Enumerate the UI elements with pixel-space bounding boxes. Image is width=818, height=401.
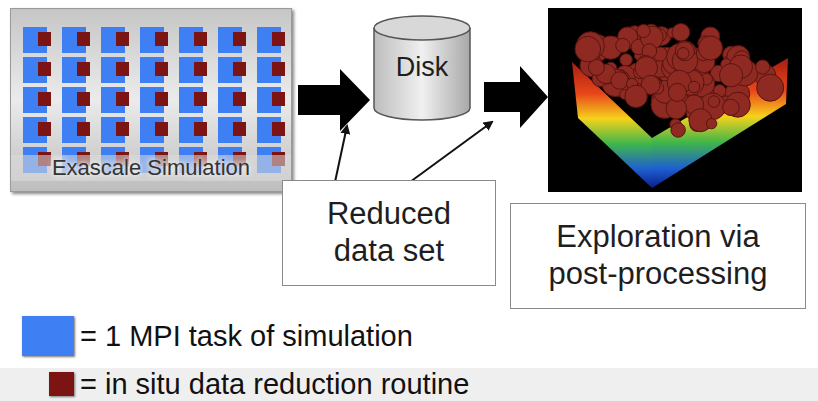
reduction-routine <box>155 122 168 136</box>
terrain-blob <box>671 123 685 137</box>
terrain-blob <box>637 24 650 37</box>
terrain-blob <box>611 72 628 89</box>
flow-arrow <box>484 66 548 128</box>
reduction-routine <box>194 92 207 106</box>
terrain-blob <box>723 99 739 115</box>
legend-row: = in situ data reduction routine <box>49 372 469 396</box>
terrain-blob <box>675 42 694 61</box>
text-box: Reduced data set <box>282 180 496 286</box>
terrain-blob <box>708 96 720 108</box>
bottom-band <box>0 368 818 401</box>
reduction-routine <box>38 62 51 76</box>
legend-swatch <box>49 372 74 396</box>
terrain-blob <box>706 118 716 128</box>
terrain-blob <box>757 74 784 101</box>
terrain-blob <box>677 48 689 60</box>
reduction-routine <box>155 62 168 76</box>
reduction-routine <box>116 122 129 136</box>
legend-swatch <box>22 316 74 356</box>
flow-arrow <box>298 69 370 131</box>
reduction-routine <box>194 32 207 46</box>
terrain-blob <box>575 36 601 62</box>
reduction-routine <box>116 92 129 106</box>
node-label: Exascale Simulation <box>11 155 291 181</box>
terrain-blob <box>625 85 647 107</box>
node-label: Exploration via post-processing <box>519 219 797 292</box>
terrain-blob <box>620 54 632 66</box>
terrain-blob <box>698 36 722 60</box>
reduction-routine <box>272 32 285 46</box>
reduction-routine <box>233 122 246 136</box>
reduction-routine <box>194 122 207 136</box>
terrain-blob <box>668 83 686 101</box>
reduction-routine <box>233 92 246 106</box>
reduction-routine <box>272 92 285 106</box>
reduction-routine <box>233 32 246 46</box>
reduction-routine <box>116 62 129 76</box>
reduction-routine <box>233 62 246 76</box>
reduction-routine <box>77 62 90 76</box>
reduction-routine <box>272 122 285 136</box>
reduction-routine <box>77 122 90 136</box>
legend-row: = 1 MPI task of simulation <box>22 316 413 356</box>
reduction-routine <box>155 92 168 106</box>
terrain-blob <box>688 81 700 93</box>
leader-arrow <box>410 122 492 182</box>
reduction-routine <box>38 122 51 136</box>
reduction-routine <box>77 32 90 46</box>
reduction-routine <box>155 32 168 46</box>
disk-cylinder: Disk <box>372 14 472 122</box>
reduction-routine <box>77 92 90 106</box>
terrain-blob <box>616 38 630 52</box>
reduction-routine <box>38 92 51 106</box>
legend-text: = 1 MPI task of simulation <box>80 320 413 353</box>
reduction-routine <box>194 62 207 76</box>
terrain-image <box>548 8 802 192</box>
node-label: Reduced data set <box>295 196 483 269</box>
simulation-box: Exascale Simulation <box>10 8 292 192</box>
terrain-blob <box>720 64 743 87</box>
node-label: Disk <box>372 52 472 84</box>
terrain-blob <box>672 24 690 42</box>
text-box: Exploration via post-processing <box>510 203 806 309</box>
leader-arrow <box>335 126 347 182</box>
reduction-routine <box>38 32 51 46</box>
reduction-routine <box>116 32 129 46</box>
legend-text: = in situ data reduction routine <box>80 368 469 401</box>
terrain-blob <box>756 60 770 74</box>
reduction-routine <box>272 62 285 76</box>
